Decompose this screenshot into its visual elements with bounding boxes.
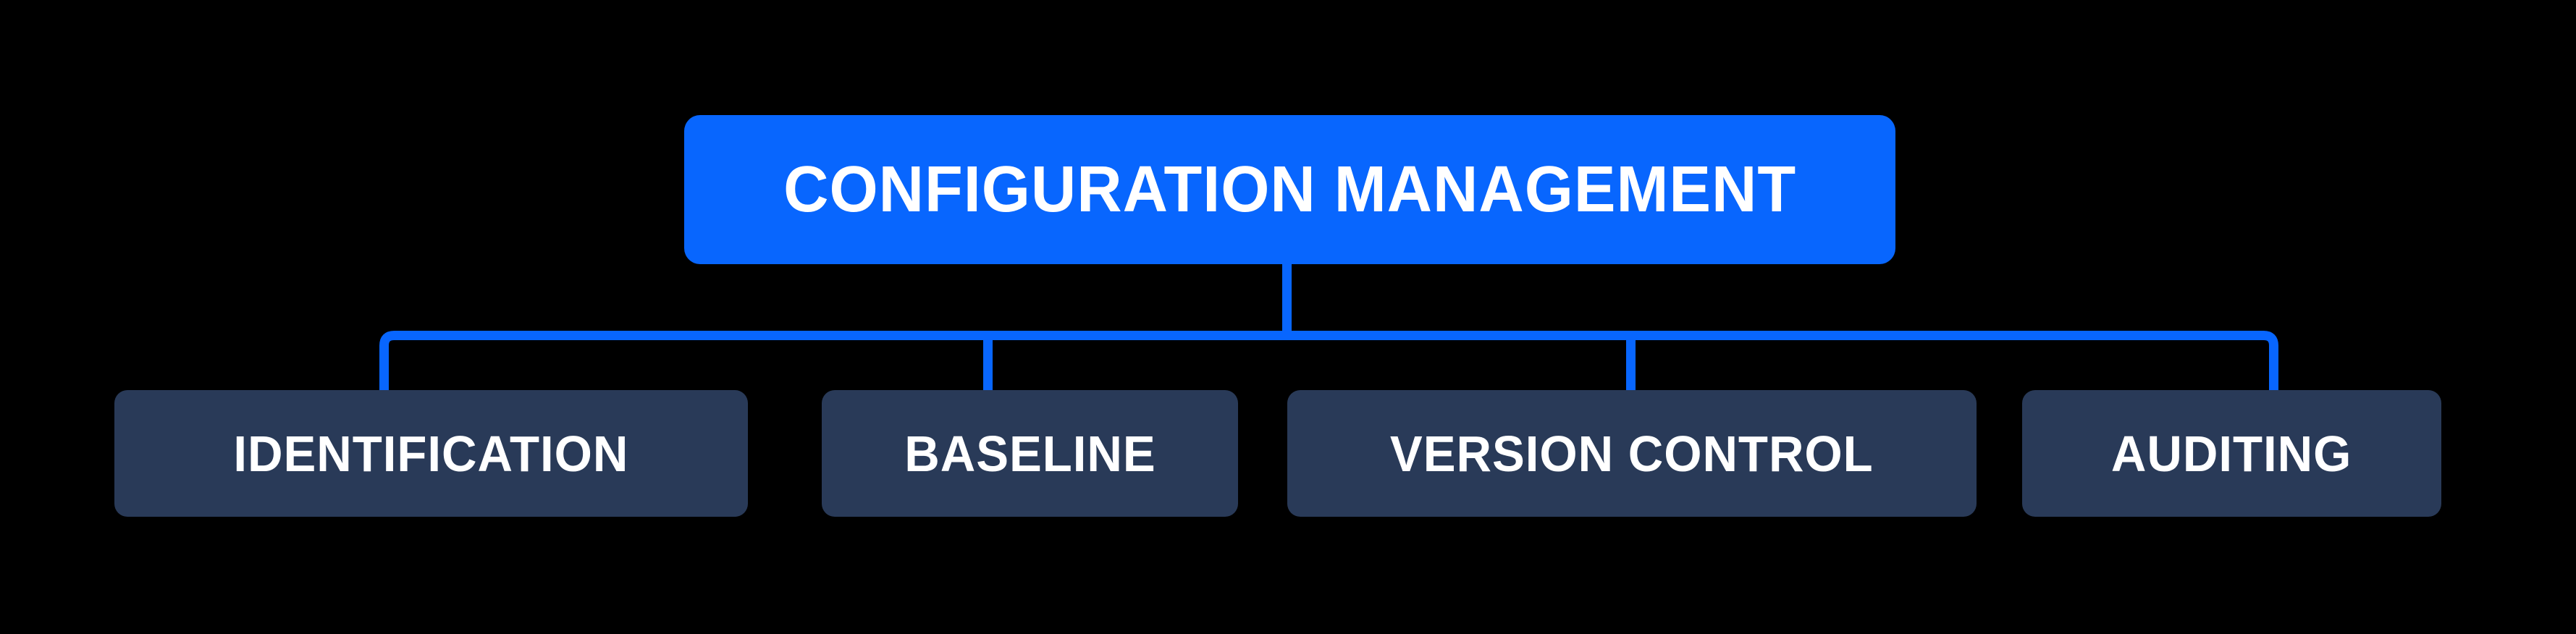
node-identification-label: IDENTIFICATION bbox=[233, 425, 629, 482]
node-baseline: BASELINE bbox=[822, 390, 1238, 517]
node-version-control: VERSION CONTROL bbox=[1287, 390, 1977, 517]
node-auditing-label: AUDITING bbox=[2111, 425, 2352, 482]
node-configuration-management: CONFIGURATION MANAGEMENT bbox=[684, 115, 1895, 264]
node-version-control-label: VERSION CONTROL bbox=[1390, 425, 1874, 482]
node-identification: IDENTIFICATION bbox=[114, 390, 748, 517]
node-configuration-management-label: CONFIGURATION MANAGEMENT bbox=[783, 153, 1796, 226]
node-baseline-label: BASELINE bbox=[904, 425, 1156, 482]
connector-bus bbox=[379, 331, 2278, 391]
node-auditing: AUDITING bbox=[2022, 390, 2441, 517]
